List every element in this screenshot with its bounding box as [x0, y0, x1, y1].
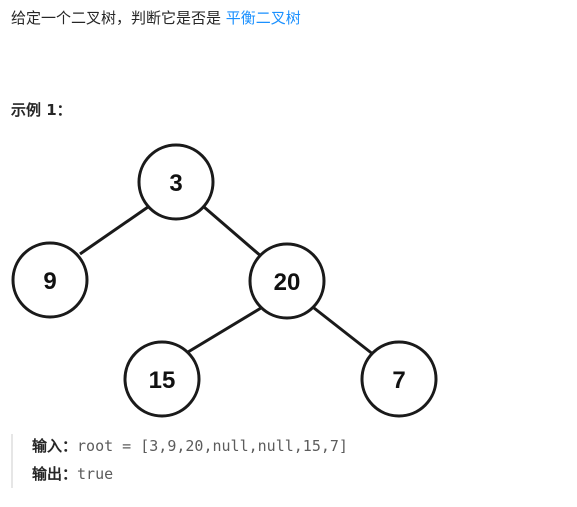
output-value: true	[77, 465, 114, 483]
input-value: root = [3,9,20,null,null,15,7]	[77, 437, 348, 455]
tree-edge-3-9	[79, 205, 149, 256]
output-line: 输出：true	[32, 462, 571, 486]
statement-text: 给定一个二叉树，判断它是否是	[11, 9, 226, 27]
tree-node-20: 20	[248, 242, 326, 320]
example-io-block: 输入：root = [3,9,20,null,null,15,7] 输出：tru…	[11, 434, 571, 488]
tree-node-label: 15	[149, 367, 176, 394]
tree-node-label: 7	[392, 367, 405, 394]
input-label: 输入：	[32, 437, 78, 455]
binary-tree-diagram: 3 9 20 15 7	[11, 143, 438, 418]
tree-node-3: 3	[137, 143, 215, 221]
tree-node-7: 7	[360, 340, 438, 418]
output-label: 输出：	[32, 465, 78, 483]
balanced-binary-tree-link[interactable]: 平衡二叉树	[225, 9, 301, 27]
tree-edge-20-7	[313, 306, 375, 357]
tree-node-9: 9	[11, 241, 89, 319]
tree-edge-20-15	[187, 306, 262, 354]
tree-node-label: 9	[43, 268, 56, 295]
problem-statement: 给定一个二叉树，判断它是否是 平衡二叉树	[11, 7, 301, 29]
tree-edge-3-20	[203, 205, 263, 259]
input-line: 输入：root = [3,9,20,null,null,15,7]	[32, 434, 571, 458]
example-heading: 示例 1：	[11, 101, 72, 119]
tree-node-label: 20	[274, 269, 301, 296]
tree-node-15: 15	[123, 340, 201, 418]
tree-node-label: 3	[169, 170, 182, 197]
